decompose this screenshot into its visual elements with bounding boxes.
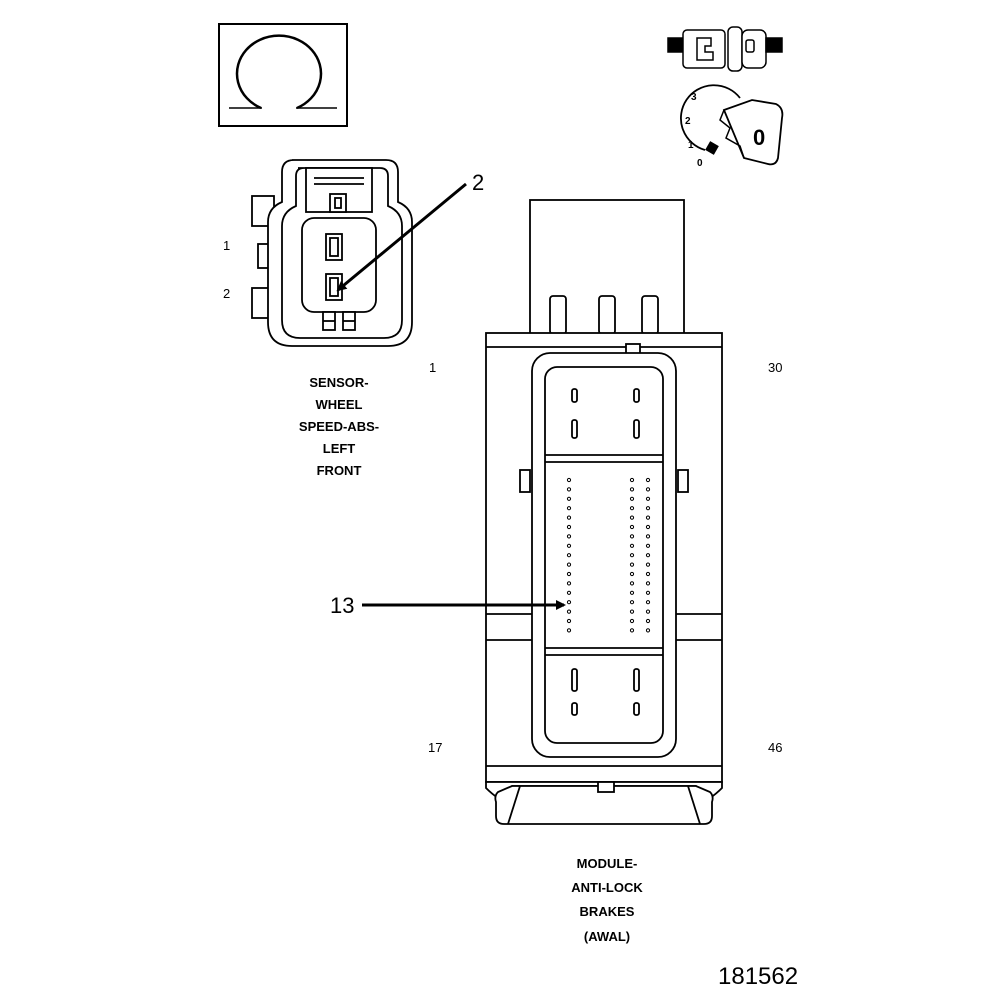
key-position-icon: 0 3 2 1 0 xyxy=(680,84,784,169)
sensor-caption-line-2: WHEEL xyxy=(316,397,363,412)
pin-cavity xyxy=(645,571,651,577)
pin-cavity xyxy=(566,515,572,520)
pin-cavity xyxy=(629,609,635,614)
pin-cavity xyxy=(566,477,572,483)
pin-cavity xyxy=(629,543,635,548)
pin-cavity xyxy=(629,524,635,530)
pin-cavity xyxy=(629,571,635,577)
pin-cavity xyxy=(645,581,651,586)
pin-cavity xyxy=(645,506,651,511)
pin-cavity xyxy=(566,496,572,501)
pin-cavity xyxy=(566,487,572,492)
pin-cavity xyxy=(629,618,635,624)
pin-cavity xyxy=(629,628,635,633)
key-label: 0 xyxy=(753,125,765,150)
pin-cavity xyxy=(629,515,635,520)
connector-mate-icon xyxy=(667,26,783,72)
pin-cavity xyxy=(645,524,651,530)
pin-cavity xyxy=(645,487,651,492)
pin-cavity xyxy=(629,562,635,567)
key-position-0: 0 xyxy=(697,158,703,169)
omega-symbol-icon xyxy=(218,23,348,127)
pin-cavity xyxy=(566,628,572,633)
pin-cavity xyxy=(645,543,651,548)
pin-cavity xyxy=(645,515,651,520)
pin-cavity xyxy=(645,628,651,633)
pin-cavity xyxy=(566,590,572,595)
module-pin-46-label: 46 xyxy=(768,740,782,755)
pin-cavity xyxy=(566,571,572,577)
module-caption-line-4: (AWAL) xyxy=(584,929,630,944)
sensor-caption: SENSOR- WHEEL SPEED-ABS- LEFT FRONT xyxy=(299,375,379,478)
sensor-caption-line-5: FRONT xyxy=(317,463,362,478)
module-pin-17-label: 17 xyxy=(428,740,442,755)
pin-cavity xyxy=(645,553,651,558)
pin-cavity xyxy=(629,553,635,558)
module-caption: MODULE- ANTI-LOCK BRAKES (AWAL) xyxy=(571,856,643,944)
sensor-callout-arrow xyxy=(336,182,467,292)
pin-cavity xyxy=(566,543,572,548)
pin-cavity xyxy=(645,609,651,614)
sensor-pin-1-label: 1 xyxy=(223,238,230,253)
pin-cavity xyxy=(629,534,635,539)
pin-cavity xyxy=(629,477,635,483)
module-caption-line-1: MODULE- xyxy=(577,856,638,871)
module-caption-line-3: BRAKES xyxy=(580,904,635,919)
pin-cavity xyxy=(566,618,572,624)
pin-cavity xyxy=(629,487,635,492)
pin-cavity xyxy=(645,534,651,539)
pin-cavity xyxy=(645,618,651,624)
sensor-callout-number: 2 xyxy=(472,170,484,195)
sensor-caption-line-4: LEFT xyxy=(323,441,356,456)
key-position-2: 2 xyxy=(685,116,691,127)
pin-cavity xyxy=(566,600,572,605)
pin-cavity xyxy=(645,590,651,595)
pin-cavity xyxy=(645,477,651,483)
module-caption-line-2: ANTI-LOCK xyxy=(571,880,643,895)
figure-id: 181562 xyxy=(718,963,798,990)
sensor-connector xyxy=(251,159,413,347)
key-position-1: 1 xyxy=(688,140,694,151)
pin-cavity xyxy=(645,562,651,567)
pin-cavity xyxy=(629,581,635,586)
module-callout-number: 13 xyxy=(330,593,354,618)
pin-cavity xyxy=(566,581,572,586)
pin-cavity xyxy=(566,562,572,567)
module-pin-grid xyxy=(566,477,651,633)
pin-cavity xyxy=(645,600,651,605)
pin-cavity xyxy=(566,524,572,530)
module-connector xyxy=(485,199,723,825)
pin-cavity xyxy=(629,506,635,511)
pin-cavity xyxy=(629,590,635,595)
pin-cavity xyxy=(629,496,635,501)
pin-cavity xyxy=(645,496,651,501)
pin-cavity xyxy=(629,600,635,605)
module-pin-30-label: 30 xyxy=(768,360,782,375)
module-pin-1-label: 1 xyxy=(429,360,436,375)
pin-cavity xyxy=(566,609,572,614)
sensor-caption-line-3: SPEED-ABS- xyxy=(299,419,379,434)
pin-cavity xyxy=(566,506,572,511)
key-position-3: 3 xyxy=(691,92,697,103)
sensor-pin-2-label: 2 xyxy=(223,286,230,301)
pin-cavity xyxy=(566,553,572,558)
pin-cavity xyxy=(566,534,572,539)
sensor-caption-line-1: SENSOR- xyxy=(309,375,368,390)
